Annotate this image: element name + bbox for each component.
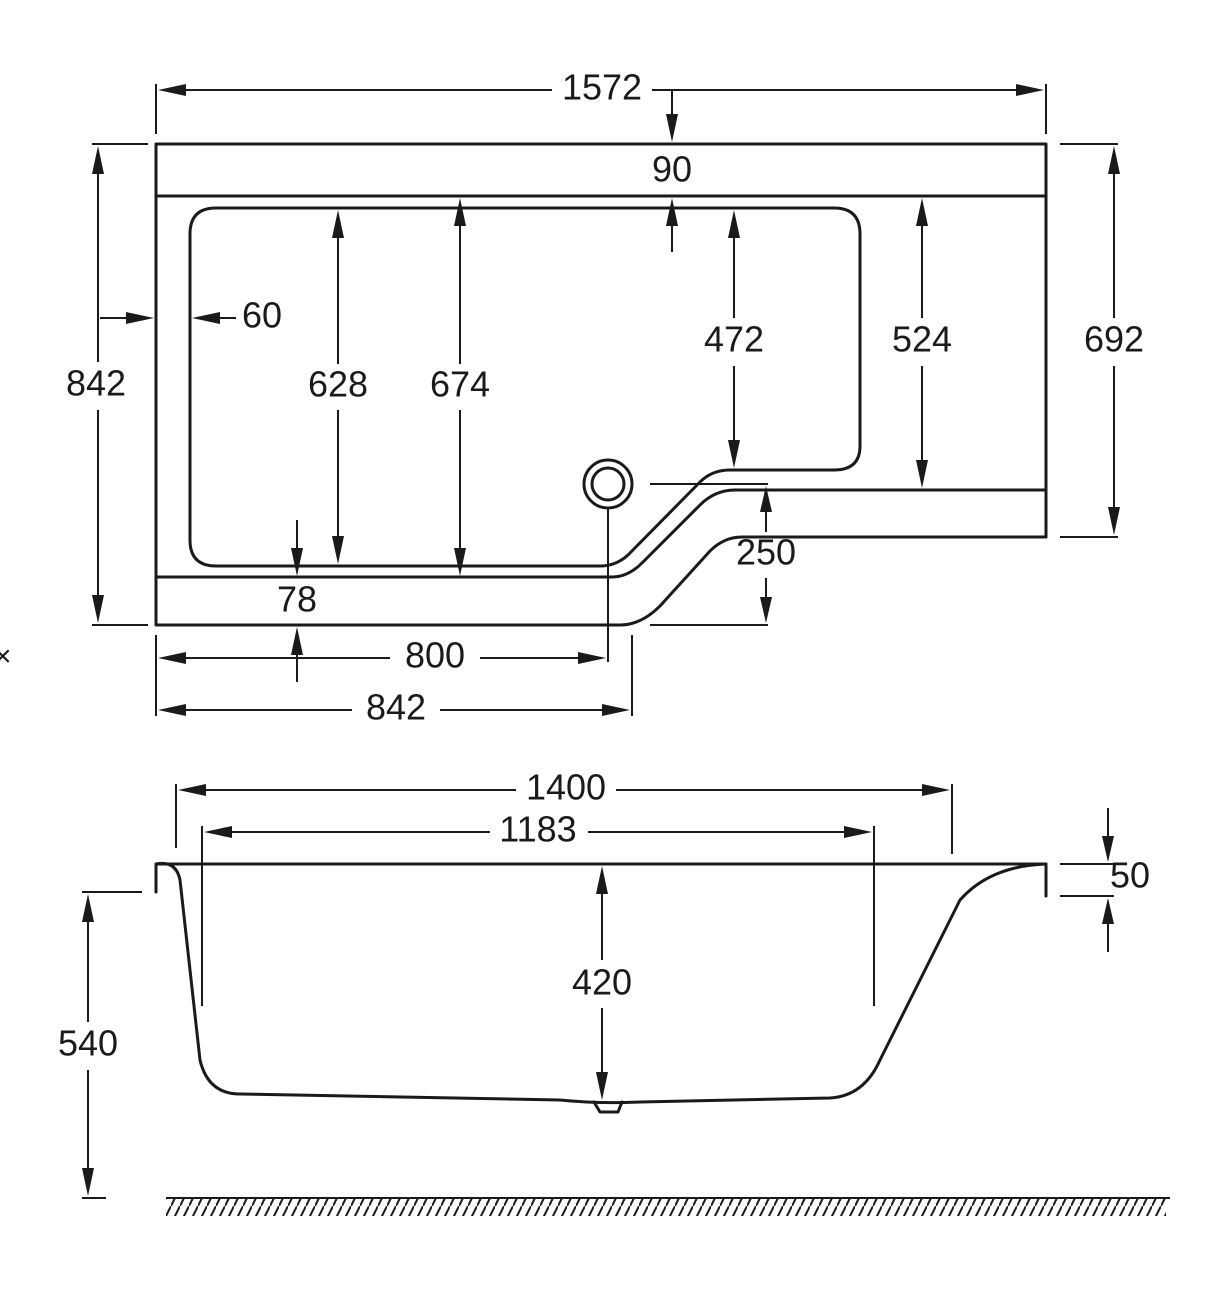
dimension-inner-width-narrow: 628: [308, 210, 368, 564]
dim-label-width-beyond-step: 524: [892, 319, 952, 360]
waste-outlet-inner: [590, 466, 626, 502]
dimension-wide-section-length: 842: [158, 687, 630, 728]
dimension-width-beyond-step: 524: [892, 198, 952, 488]
left-edge-mark: ×: [0, 640, 12, 673]
bath-side-profile-inner: [154, 861, 1048, 1105]
dim-label-rim-back: 90: [652, 149, 692, 190]
front-rim-line: [154, 488, 1048, 579]
dimension-rim-front: 78: [277, 520, 317, 682]
dim-label-rim-side: 60: [242, 295, 282, 336]
dim-label-rim-front: 78: [277, 579, 317, 620]
floor-hatch: [166, 1197, 1170, 1216]
bath-outer-outline: [154, 142, 1048, 627]
dimension-inner-width-shower: 472: [704, 210, 764, 468]
dim-label-wide-section-length: 842: [366, 687, 426, 728]
dim-label-step-depth: 250: [736, 532, 796, 573]
dim-label-inner-width-wide: 674: [430, 364, 490, 405]
dimension-rim-side: 60: [100, 295, 282, 336]
dim-label-overall-width: 842: [66, 363, 126, 404]
dim-label-narrow-width: 692: [1084, 319, 1144, 360]
waste-spigot: [592, 1100, 624, 1114]
dim-label-top-length: 1400: [526, 767, 606, 808]
dim-label-rim-thickness: 50: [1110, 855, 1150, 896]
dim-label-bottom-length: 1183: [499, 809, 576, 850]
dimension-rim-thickness: 50: [1102, 808, 1150, 952]
dimension-rim-back: 90: [652, 90, 692, 252]
side-view: 1400 1183 50 420: [58, 767, 1170, 1216]
dimension-step-depth: 250: [736, 486, 796, 623]
dimension-narrow-width: 692: [1084, 146, 1144, 535]
dimension-waste-offset: 800: [158, 635, 606, 676]
dim-label-waste-offset: 800: [405, 635, 465, 676]
dim-label-total-height: 540: [58, 1023, 118, 1064]
bath-side-profile: [154, 862, 1048, 898]
dim-label-inner-width-narrow: 628: [308, 364, 368, 405]
inner-basin-outline: [188, 206, 862, 568]
dimension-inner-width-wide: 674: [430, 198, 490, 576]
dimension-internal-depth: 420: [572, 866, 632, 1100]
dimension-total-height: 540: [58, 894, 118, 1196]
dimension-top-length: 1400: [178, 767, 950, 808]
dimension-bottom-length: 1183: [204, 809, 872, 850]
plan-view: 1572 90 842 60: [66, 67, 1144, 728]
dimension-overall-width: 842: [66, 146, 126, 623]
dim-label-overall-length: 1572: [562, 67, 642, 108]
dim-label-internal-depth: 420: [572, 962, 632, 1003]
dimension-overall-length: 1572: [158, 67, 1044, 108]
dim-label-inner-width-shower: 472: [704, 319, 764, 360]
